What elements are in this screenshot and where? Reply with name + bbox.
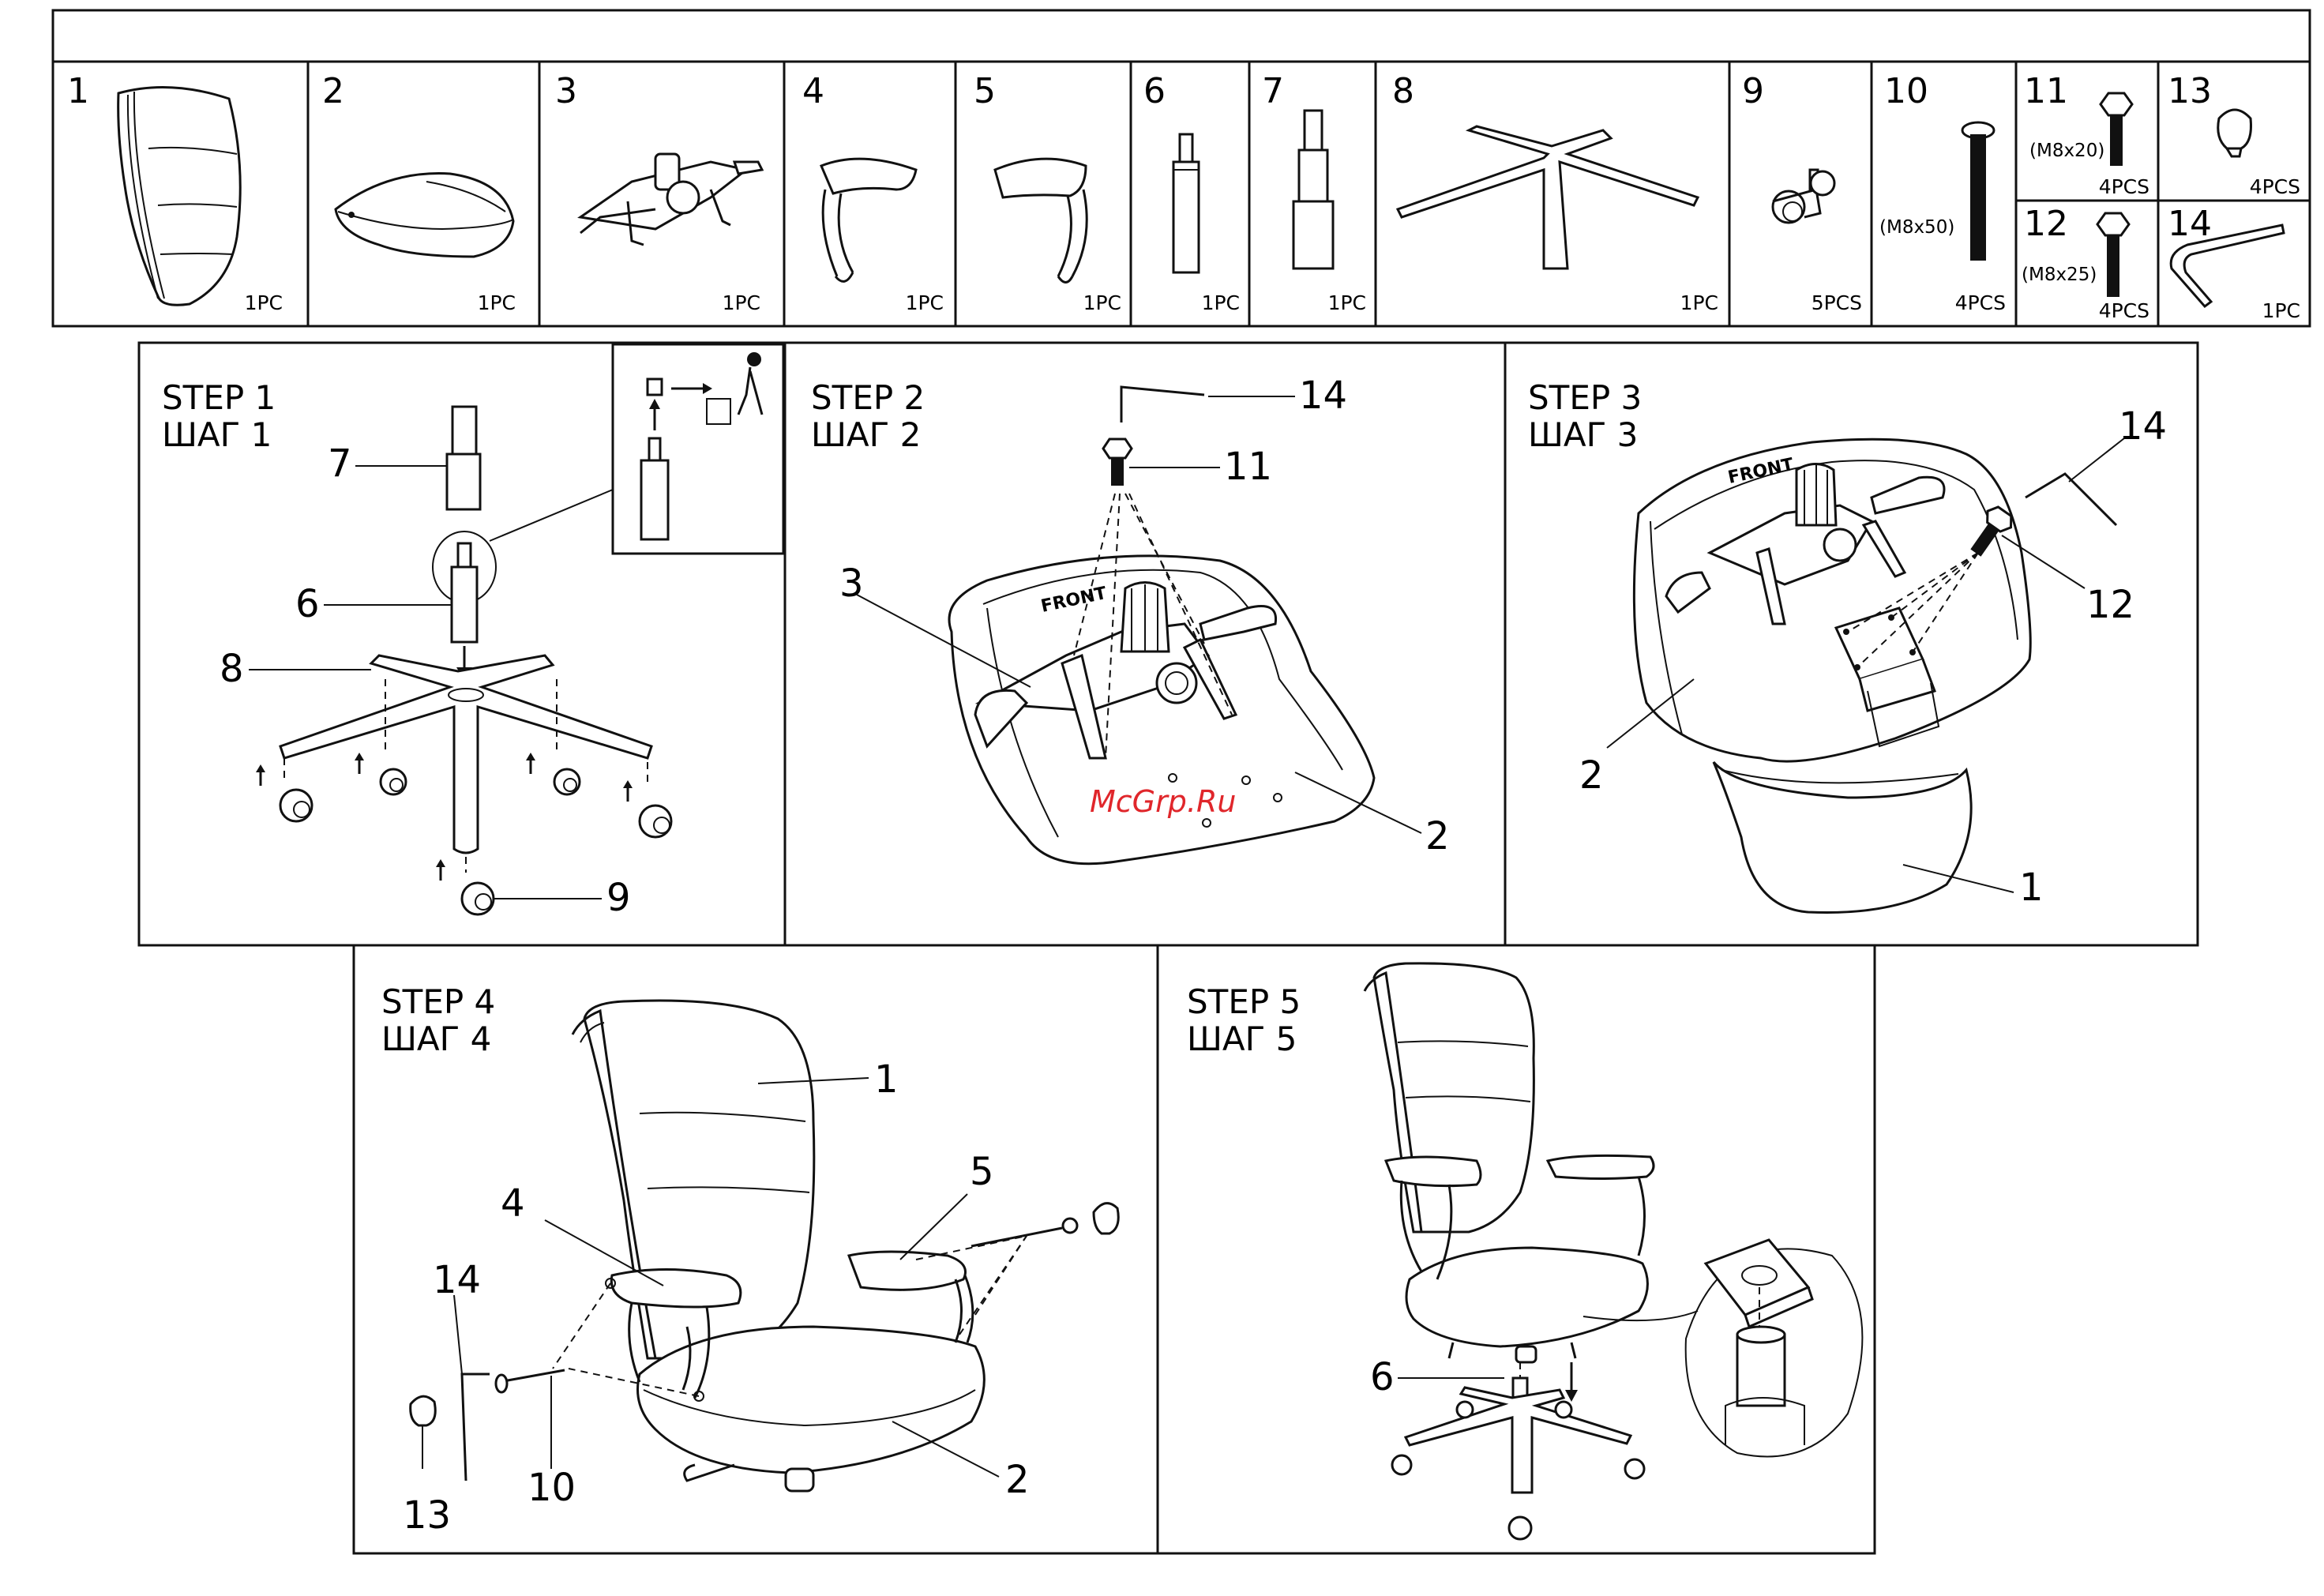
part-size: (M8x25): [2022, 265, 2097, 285]
callout-13: 13: [403, 1493, 451, 1538]
callout-9: 9: [606, 876, 631, 920]
part-number: 3: [555, 71, 577, 111]
part-number: 9: [1742, 71, 1764, 111]
part-number: 4: [802, 71, 824, 111]
step-title: STEP 3: [1528, 378, 1642, 417]
tilt-mechanism-icon: [580, 154, 762, 245]
part-number: 6: [1143, 71, 1166, 111]
watermark: McGrp.Ru: [1090, 784, 1236, 819]
part-quantity: 1PC: [1083, 291, 1121, 314]
bolt-m8x50-icon: [1962, 122, 1994, 261]
callout-10: 10: [527, 1466, 576, 1510]
step-2-panel: STEP 2 ШАГ 2 14 11 FRONT 3: [785, 343, 1505, 945]
part-quantity: 1PC: [906, 291, 944, 314]
part-quantity: 1PC: [245, 291, 283, 314]
callout-7: 7: [328, 441, 352, 486]
part-number: 8: [1392, 71, 1414, 111]
trash-bin-icon: [707, 399, 730, 424]
parts-list: 1 1PC 2 1PC 3 1PC 4 1PC 5 1PC 6 1PC 7 1P…: [53, 10, 2310, 326]
part-size: (M8x50): [1879, 217, 1954, 238]
step-title-ru: ШАГ 1: [162, 415, 272, 454]
part-number: 10: [1884, 71, 1928, 111]
bolt-m8x20-icon: [2101, 93, 2132, 166]
callout-1: 1: [2019, 866, 2044, 910]
step-5-panel: STEP 5 ШАГ 5 6: [1158, 945, 1875, 1553]
step-title-ru: ШАГ 3: [1528, 415, 1638, 454]
part-size: (M8x20): [2029, 141, 2104, 161]
callout-4: 4: [501, 1181, 525, 1226]
part-number: 7: [1262, 71, 1284, 111]
part-number: 13: [2168, 71, 2212, 111]
step-3-panel: STEP 3 ШАГ 3 1 FRONT: [1505, 343, 2198, 945]
part-number: 11: [2024, 71, 2068, 111]
star-base-icon: [1398, 126, 1698, 269]
part-quantity: 5PCS: [1812, 291, 1862, 314]
callout-5: 5: [970, 1150, 994, 1194]
backrest-icon: [118, 87, 241, 305]
caster-wheel-icon: [1773, 170, 1834, 223]
callout-12: 12: [2086, 583, 2134, 627]
callout-8: 8: [220, 647, 244, 691]
part-number: 14: [2168, 204, 2212, 244]
callout-2: 2: [1579, 753, 1604, 798]
step-title: STEP 4: [381, 982, 495, 1021]
part-quantity: 1PC: [478, 291, 516, 314]
callout-2: 2: [1425, 814, 1450, 858]
callout-11: 11: [1224, 445, 1272, 489]
step-title: STEP 5: [1187, 982, 1301, 1021]
part-number: 1: [67, 71, 89, 111]
part-quantity: 4PCS: [2099, 299, 2149, 322]
step-4-panel: STEP 4 ШАГ 4 1 2 5: [354, 945, 1158, 1553]
discard-cap-inset: [613, 344, 783, 554]
callout-14: 14: [1299, 374, 1347, 418]
telescopic-cover-icon: [1293, 111, 1333, 269]
step-title: STEP 2: [811, 378, 925, 417]
callout-2: 2: [1005, 1458, 1030, 1502]
part-number: 5: [974, 71, 996, 111]
part-quantity: 4PCS: [2250, 175, 2300, 198]
part-number: 2: [322, 71, 344, 111]
step-title-ru: ШАГ 5: [1187, 1020, 1297, 1058]
gas-lift-icon: [1173, 134, 1199, 272]
seat-cushion-icon: [336, 174, 513, 257]
armrest-left-icon: [821, 159, 916, 281]
step-title-ru: ШАГ 2: [811, 415, 921, 454]
part-quantity: 1PC: [1328, 291, 1366, 314]
armrest-right-icon: [995, 159, 1087, 282]
callout-3: 3: [839, 561, 864, 606]
step-title-ru: ШАГ 4: [381, 1020, 491, 1058]
part-quantity: 1PC: [1680, 291, 1718, 314]
part-quantity: 1PC: [2262, 299, 2300, 322]
callout-6: 6: [1370, 1355, 1395, 1399]
callout-1: 1: [874, 1057, 899, 1102]
part-quantity: 1PC: [1202, 291, 1240, 314]
bolt-cap-icon: [2218, 110, 2251, 156]
callout-6: 6: [295, 582, 320, 626]
step-1-panel: STEP 1 ШАГ 1 7 6 8: [139, 343, 785, 945]
step-title: STEP 1: [162, 378, 276, 417]
callout-14: 14: [433, 1258, 481, 1302]
part-quantity: 4PCS: [2099, 175, 2149, 198]
part-quantity: 1PC: [723, 291, 760, 314]
part-quantity: 4PCS: [1955, 291, 2006, 314]
bolt-m8x25-icon: [2097, 213, 2129, 297]
callout-14: 14: [2119, 404, 2167, 449]
part-number: 12: [2024, 204, 2068, 244]
